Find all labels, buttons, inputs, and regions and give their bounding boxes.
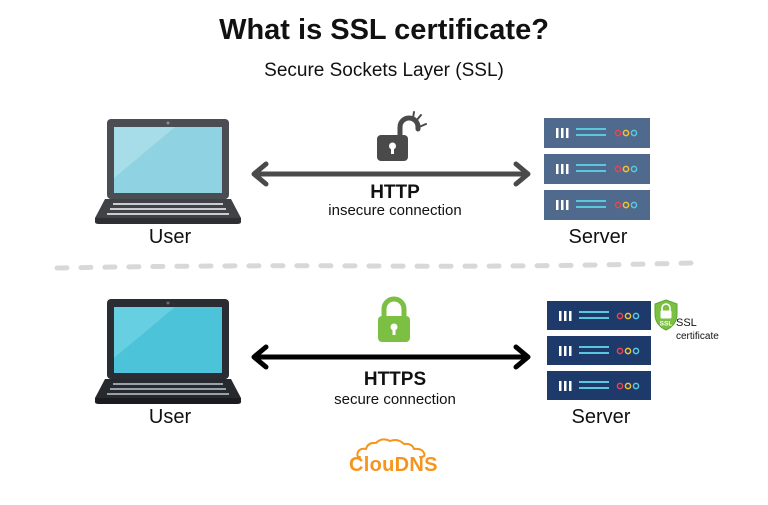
laptop-icon-bottom <box>95 299 241 404</box>
dashed-divider <box>54 260 694 271</box>
protocol-https: HTTPS <box>363 369 427 390</box>
ssl-badge-text: SSL <box>660 321 673 328</box>
laptop-icon-top <box>95 119 241 224</box>
ssl-certificate-label: SSL certificate <box>676 316 736 344</box>
protocol-http: HTTP <box>370 182 420 203</box>
server-label-top: Server <box>568 226 628 248</box>
bidirectional-arrow-bottom <box>251 344 531 370</box>
ssl-certificate-line2: certificate <box>676 331 719 342</box>
user-label-top: User <box>148 226 192 248</box>
ssl-certificate-line1: SSL <box>676 317 697 329</box>
cloud-logo-icon <box>356 438 426 458</box>
user-label-bottom: User <box>148 406 192 428</box>
cloudns-logo: ClouDNS <box>349 454 438 476</box>
open-lock-icon <box>377 111 427 161</box>
ssl-certificate-shield-icon: SSL <box>654 299 678 331</box>
server-rack-icon-bottom <box>547 301 651 400</box>
connection-secure: secure connection <box>334 391 456 408</box>
page-title: What is SSL certificate? <box>219 14 549 46</box>
bidirectional-arrow-top <box>251 161 531 187</box>
connection-insecure: insecure connection <box>328 202 462 219</box>
server-rack-icon-top <box>544 118 650 220</box>
page-subtitle: Secure Sockets Layer (SSL) <box>264 60 504 81</box>
server-label-bottom: Server <box>571 406 631 428</box>
closed-lock-icon <box>378 296 410 342</box>
